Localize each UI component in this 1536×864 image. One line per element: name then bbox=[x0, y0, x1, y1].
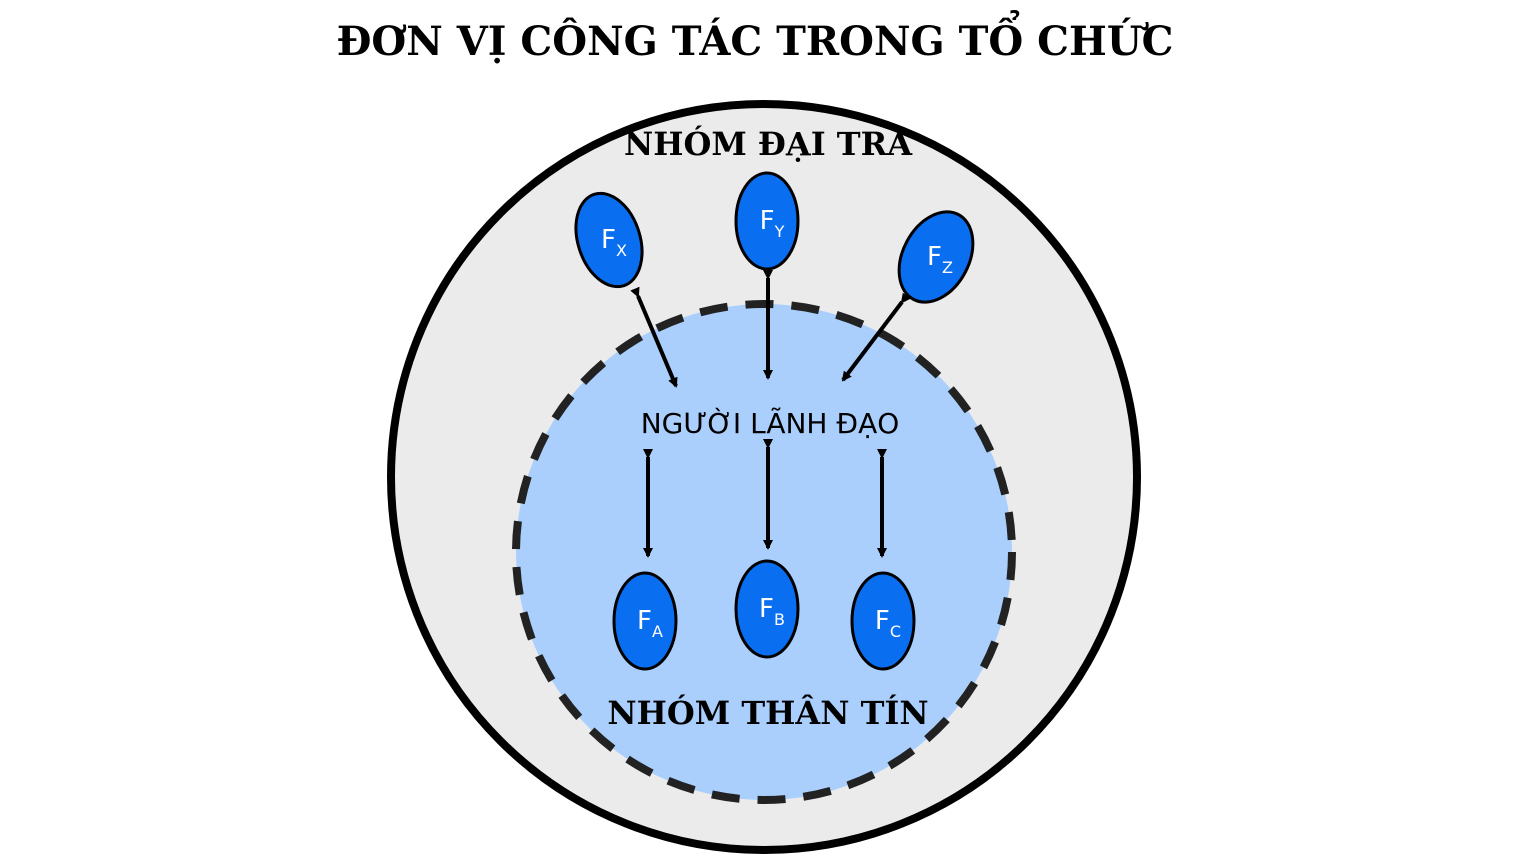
arrow-leader-fz bbox=[841, 292, 911, 382]
node-fc: FC bbox=[850, 571, 916, 671]
diagram-title: ĐƠN VỊ CÔNG TÁC TRONG TỔ CHỨC bbox=[336, 11, 1173, 65]
arrow-leader-fx bbox=[630, 286, 678, 388]
outer-group-label: NHÓM ĐẠI TRÀ bbox=[624, 125, 913, 163]
leader-label: NGƯỜI LÃNH ĐẠO bbox=[641, 406, 900, 440]
svg-text:FX: FX bbox=[601, 225, 627, 260]
svg-text:FY: FY bbox=[760, 206, 785, 241]
node-fy: FY bbox=[734, 171, 800, 271]
node-fx: FX bbox=[574, 191, 644, 289]
node-fz: FZ bbox=[897, 210, 975, 304]
svg-text:FZ: FZ bbox=[927, 242, 953, 277]
inner-group-label: NHÓM THÂN TÍN bbox=[607, 694, 928, 732]
svg-text:FC: FC bbox=[875, 606, 901, 641]
svg-text:FA: FA bbox=[637, 606, 663, 641]
svg-text:FB: FB bbox=[759, 594, 785, 629]
node-fb: FB bbox=[734, 559, 800, 659]
node-fa: FA bbox=[612, 571, 678, 671]
